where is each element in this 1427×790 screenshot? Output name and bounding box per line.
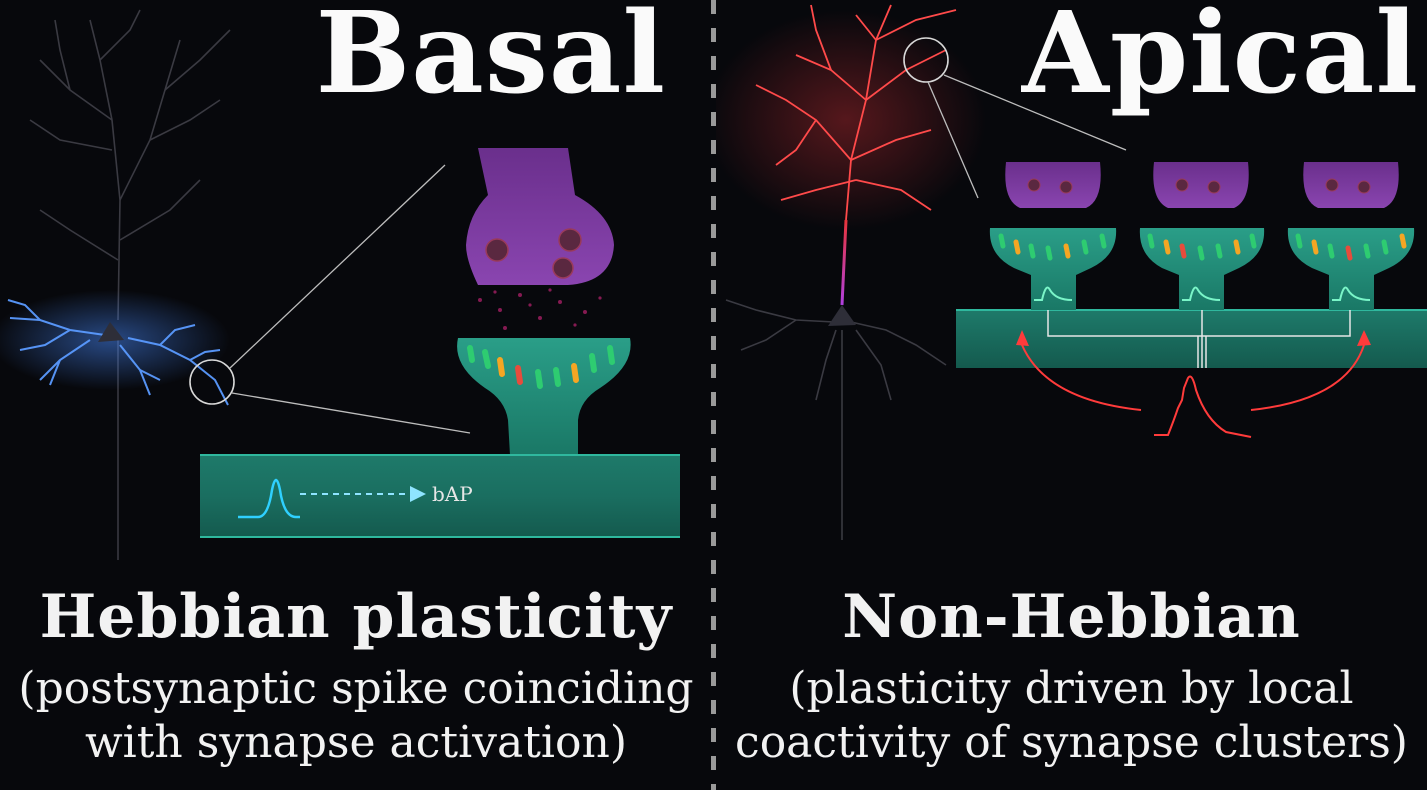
basal-panel: bAP Basal Hebbian plasticity (postsynapt…: [0, 0, 712, 790]
apical-panel: Apical Non-Hebbian (plasticity driven by…: [716, 0, 1427, 790]
arrow-right-icon: [410, 486, 426, 502]
coactivity-summation: [1047, 310, 1351, 368]
non-hebbian-description: (plasticity driven by local coactivity o…: [716, 662, 1427, 769]
basal-illustration: bAP: [0, 9, 680, 560]
plasticity-feedback-arrows: [1021, 344, 1365, 411]
synapse-cluster-1: [989, 162, 1117, 310]
apical-illustration: [716, 4, 1427, 540]
zoom-indicator-apical: [903, 37, 1127, 199]
arrow-up-icon: [1357, 330, 1371, 346]
hebbian-heading: Hebbian plasticity: [39, 582, 673, 652]
bap-label: bAP: [432, 482, 473, 506]
non-hebbian-description-line1: (plasticity driven by local: [789, 663, 1354, 714]
hebbian-description-line1: (postsynaptic spike coinciding: [18, 663, 694, 714]
basal-title: Basal: [315, 0, 666, 119]
hebbian-description-line2: with synapse activation): [85, 716, 627, 768]
summed-potential-trace: [1154, 375, 1252, 438]
synapse-cluster-2: [1139, 162, 1265, 310]
non-hebbian-heading: Non-Hebbian: [842, 582, 1301, 652]
postsynaptic-spine: [457, 338, 631, 455]
dendritic-shaft-apical: [956, 309, 1427, 368]
zoom-indicator: [189, 164, 471, 434]
panel-divider: [711, 0, 716, 790]
presynaptic-terminal: [466, 148, 614, 330]
arrow-up-icon: [1016, 330, 1029, 346]
non-hebbian-description-line2: coactivity of synapse clusters): [735, 716, 1408, 768]
hebbian-description: (postsynaptic spike coinciding with syna…: [0, 662, 712, 769]
neuron-apical: [716, 4, 986, 540]
neuron-basal: [0, 9, 231, 560]
apical-title: Apical: [1021, 0, 1419, 119]
synapse-cluster-3: [1287, 162, 1415, 310]
backpropagating-spike: bAP: [238, 478, 473, 519]
